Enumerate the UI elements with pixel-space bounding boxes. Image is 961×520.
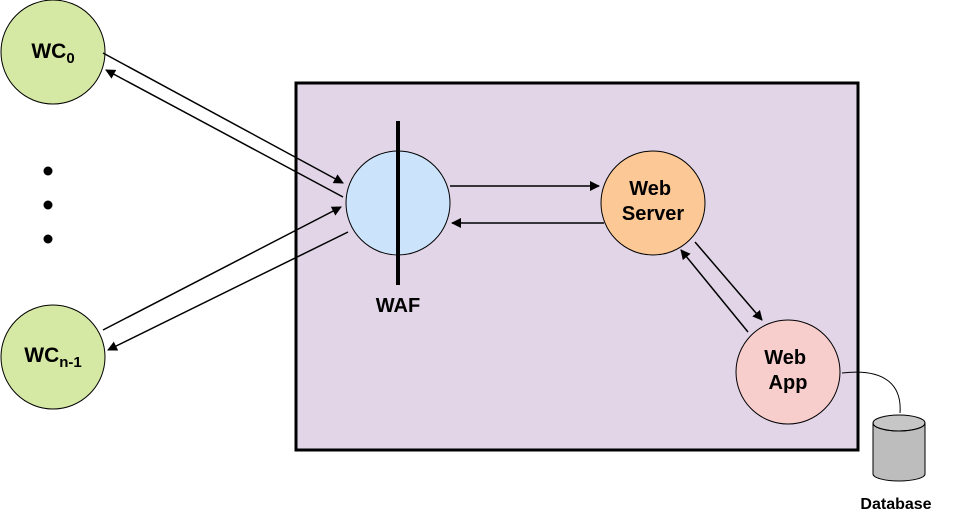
web-app-database-connector xyxy=(841,371,901,414)
web-app-label: Web App xyxy=(764,347,811,394)
waf-label: WAF xyxy=(376,295,420,317)
database-icon[interactable] xyxy=(872,414,926,482)
wc0-label: WC0 xyxy=(31,40,74,67)
ellipsis-dot xyxy=(43,234,53,244)
web-app-node[interactable] xyxy=(735,319,841,425)
arrow-waf-to-wc0 xyxy=(105,69,344,198)
wcn1-label: WCn-1 xyxy=(24,344,82,371)
arrow-wc0-to-waf xyxy=(102,52,344,184)
ellipsis-dot xyxy=(43,200,53,210)
ellipsis-dots xyxy=(43,166,53,244)
database-label: Database xyxy=(860,496,931,513)
web-server-node[interactable] xyxy=(600,150,706,256)
arrow-wcn1-to-waf xyxy=(102,206,342,331)
arrow-web-server-to-web-app xyxy=(694,241,763,321)
wc0-node[interactable] xyxy=(0,0,106,105)
web-server-label: Web Server xyxy=(622,178,684,225)
arrow-waf-to-wcn1 xyxy=(107,231,349,351)
wcn1-node[interactable] xyxy=(0,304,106,410)
ellipsis-dot xyxy=(43,166,53,176)
arrow-web-app-to-web-server xyxy=(680,249,749,333)
